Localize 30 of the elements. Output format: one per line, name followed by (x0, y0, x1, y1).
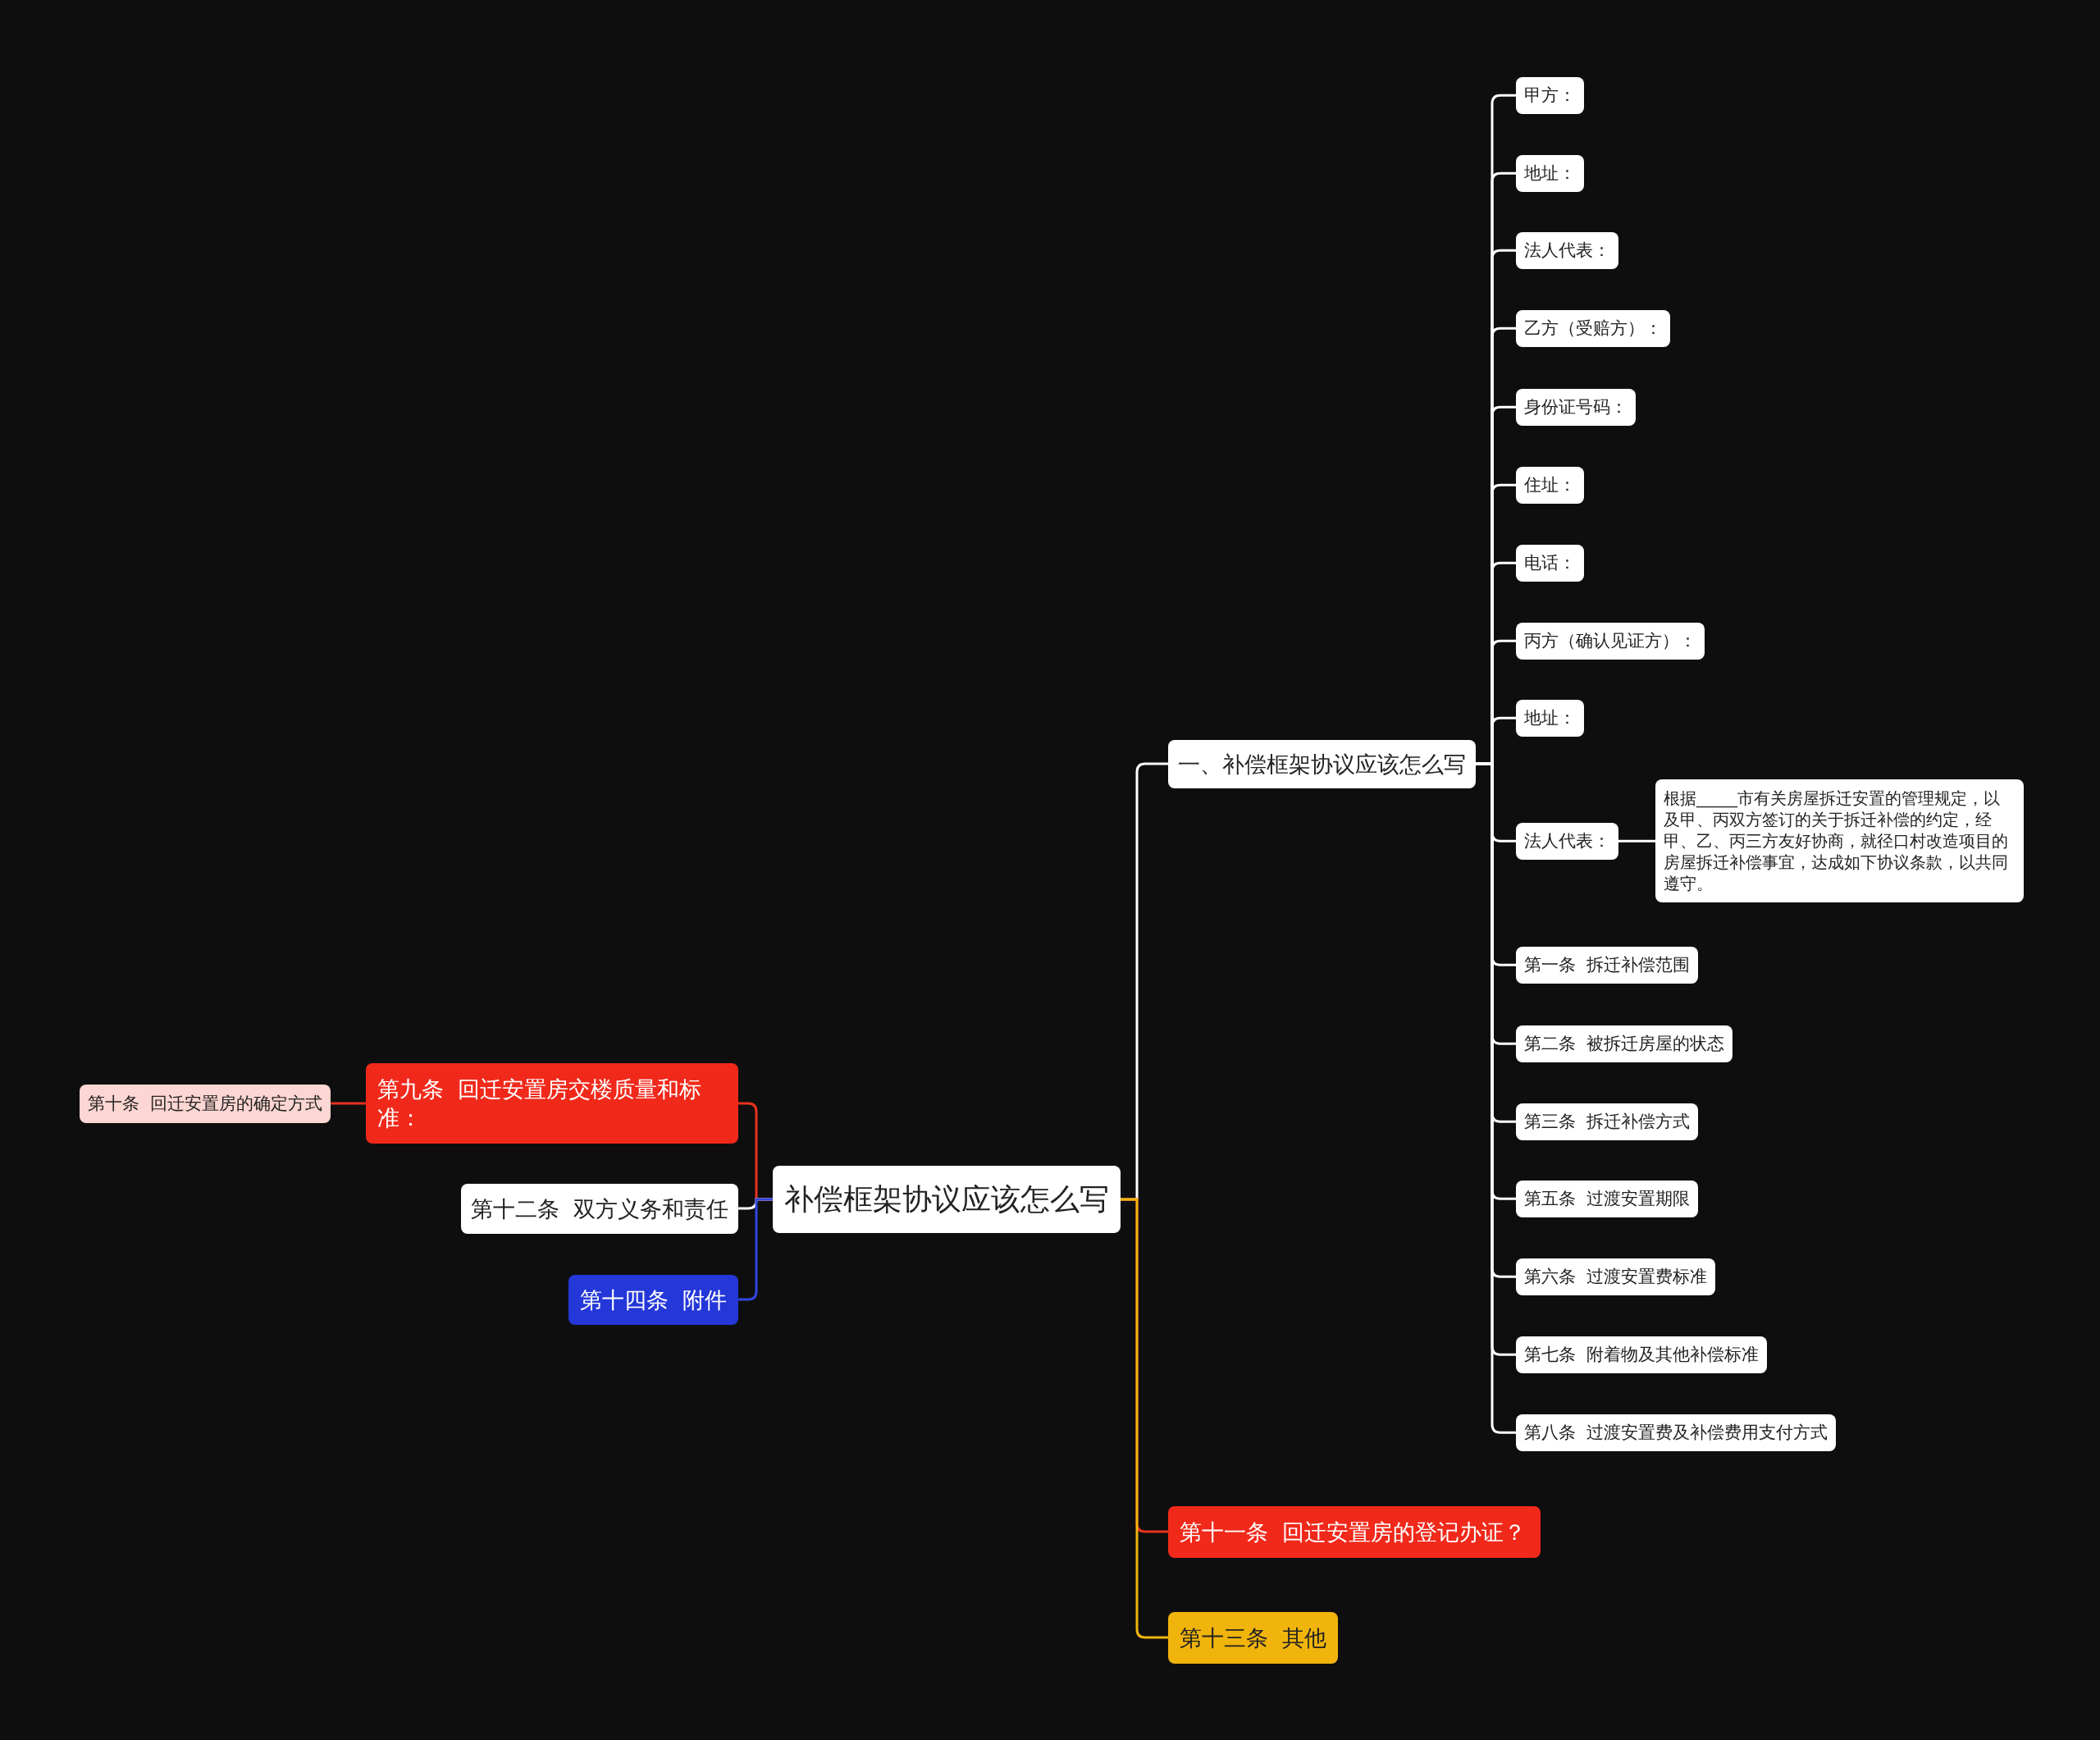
topic-box: 第八条 过渡安置费及补偿费用支付方式 (1516, 1413, 1837, 1451)
topic-box: 法人代表： (1516, 822, 1618, 860)
topic-box: 第十条 回迁安置房的确定方式 (80, 1084, 331, 1123)
topic-box: 第十四条 附件 (568, 1274, 739, 1325)
connector-line (738, 1198, 773, 1301)
topic-box: 第一条 拆迁补偿范围 (1516, 946, 1699, 984)
connector-line (1618, 839, 1655, 843)
connector-line (331, 1102, 366, 1105)
connector-line (1121, 1198, 1168, 1639)
topic-box: 法人代表： (1516, 231, 1618, 269)
topic-box: 地址： (1516, 154, 1584, 192)
topic-box: 第三条 拆迁补偿方式 (1516, 1103, 1699, 1140)
topic-box: 电话： (1516, 544, 1584, 582)
topic-box: 第十二条 双方义务和责任 (461, 1183, 739, 1234)
topic-box: 第九条 回迁安置房交楼质量和标准： (366, 1063, 738, 1144)
topic-box: 乙方（受赔方）： (1516, 309, 1670, 347)
topic-box: 地址： (1516, 699, 1584, 737)
topic-box: 甲方： (1516, 76, 1584, 114)
topic-box: 住址： (1516, 466, 1584, 504)
topic-box: 第五条 过渡安置期限 (1516, 1180, 1699, 1217)
topic-box: 第十一条 回迁安置房的登记办证？ (1168, 1505, 1541, 1558)
topic-box: 丙方（确认见证方）： (1516, 622, 1705, 660)
topic-box: 第二条 被拆迁房屋的状态 (1516, 1025, 1733, 1062)
topic-box: 第七条 附着物及其他补偿标准 (1516, 1336, 1768, 1373)
central-topic-box: 补偿框架协议应该怎么写 (773, 1165, 1121, 1234)
topic-box: 第十三条 其他 (1168, 1611, 1339, 1664)
topic-box: 一、补偿框架协议应该怎么写 (1168, 739, 1476, 788)
paragraph-box: 根据_____市有关房屋拆迁安置的管理规定，以及甲、丙双方签订的关于拆迁补偿的约定，经甲、乙、丙三方友好协商，就径口村改造项目的房屋拆迁补偿事宜，达成如下协议条款，以共同遵守。 (1655, 779, 2024, 902)
topic-box: 第六条 过渡安置费标准 (1516, 1258, 1716, 1295)
topic-box: 身份证号码： (1516, 388, 1636, 426)
